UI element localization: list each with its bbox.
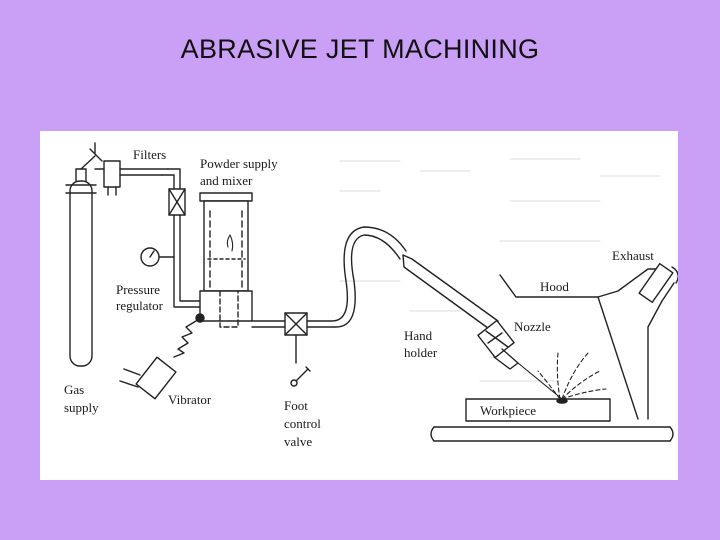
label-supply: supply (64, 400, 99, 415)
diagram-drawing (65, 142, 678, 442)
scan-noise (339, 158, 661, 382)
label-holder: holder (404, 345, 438, 360)
hand-holder-shape (402, 254, 519, 370)
label-regulator: regulator (116, 298, 163, 313)
label-control: control (284, 416, 321, 431)
diagram-panel: Filters Powder supply and mixer Pressure… (40, 131, 678, 480)
label-filters: Filters (133, 147, 167, 162)
gas-cylinder-shape (65, 168, 97, 367)
label-nozzle: Nozzle (514, 319, 551, 334)
label-hood: Hood (540, 279, 569, 294)
label-gas: Gas (64, 382, 85, 397)
label-foot: Foot (284, 398, 308, 413)
workpiece-shape (430, 398, 674, 442)
label-powder-supply: Powder supply (200, 156, 278, 171)
label-workpiece: Workpiece (480, 403, 536, 418)
filter-unit-shape (94, 160, 169, 196)
label-vibrator: Vibrator (168, 392, 212, 407)
foot-valve-shape (290, 334, 311, 387)
label-and-mixer: and mixer (200, 173, 253, 188)
label-exhaust: Exhaust (612, 248, 654, 263)
supply-pipe-shape (140, 168, 201, 308)
mixer-shape (199, 192, 253, 328)
cylinder-valve-shape (80, 142, 103, 170)
hood-shape (499, 262, 678, 420)
label-pressure: Pressure (116, 282, 161, 297)
label-valve: valve (284, 434, 313, 449)
outlet-pipe-shape (251, 226, 407, 336)
slide-title: ABRASIVE JET MACHINING (180, 34, 540, 64)
label-hand: Hand (404, 328, 433, 343)
jet-spray-shape (517, 352, 607, 400)
vibrator-shape (119, 313, 205, 400)
